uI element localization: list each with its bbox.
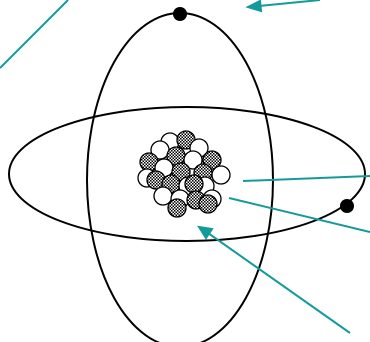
- nucleus: [138, 131, 230, 217]
- pointer-line-orbit: [243, 176, 370, 181]
- electron: [340, 199, 354, 213]
- pointer-line-top-left: [0, 0, 68, 68]
- nucleus-particle: [185, 175, 203, 193]
- arrowhead-space: [199, 227, 212, 238]
- nucleus-particle: [199, 195, 217, 213]
- electron: [173, 7, 187, 21]
- nucleus-particle: [168, 199, 186, 217]
- pointer-line-space: [208, 233, 350, 333]
- nucleus-particle: [212, 166, 230, 184]
- arrowhead-electron: [248, 1, 261, 11]
- pointer-line-electron: [259, 0, 320, 6]
